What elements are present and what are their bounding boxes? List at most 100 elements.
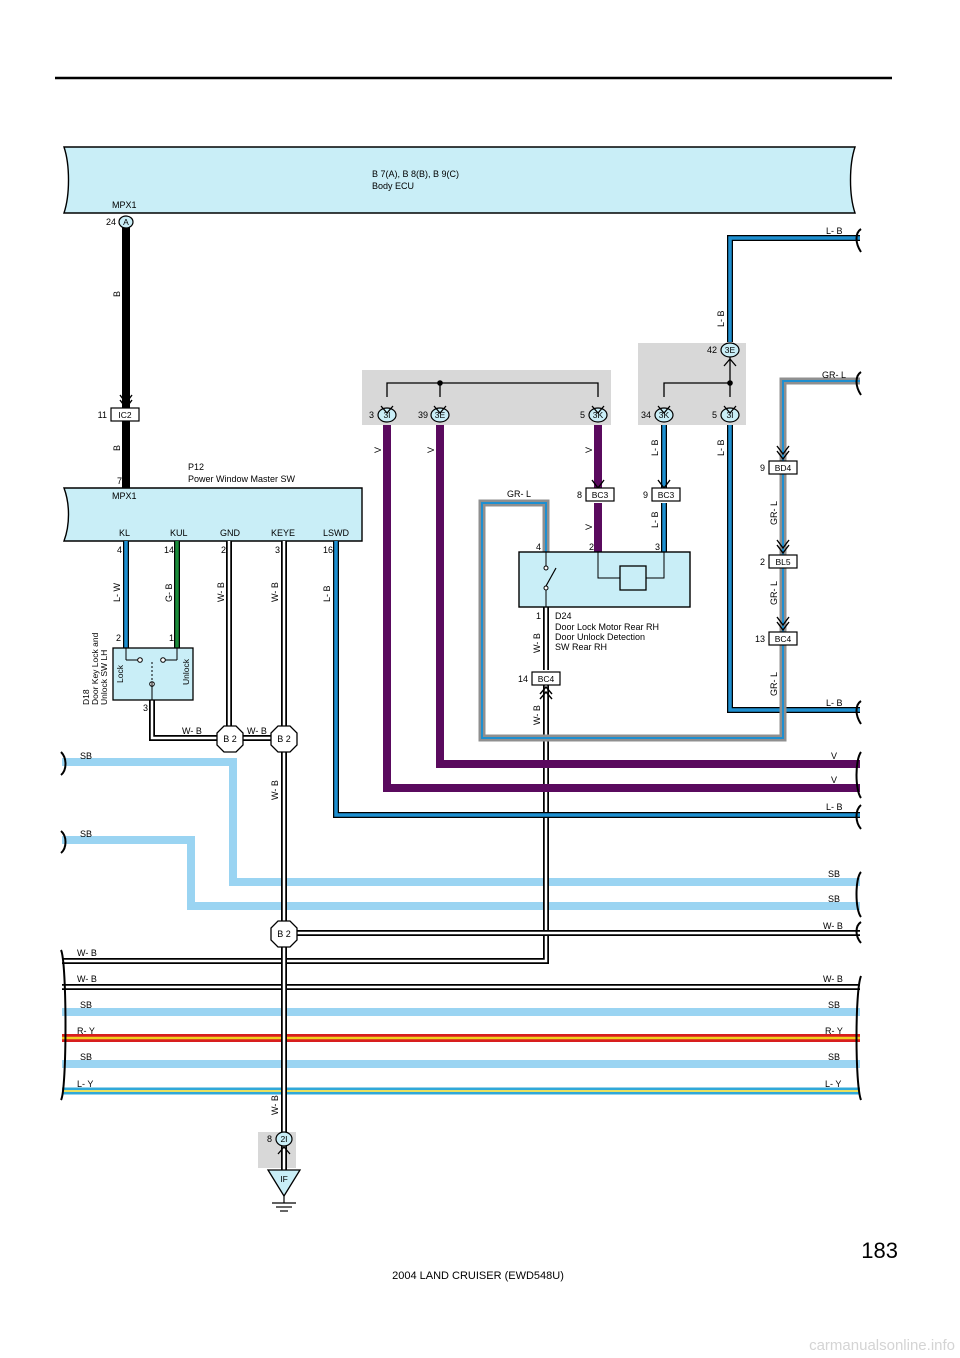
- ecu-title-1: B 7(A), B 8(B), B 9(C): [372, 169, 459, 179]
- splice-b2-2: B 2: [270, 725, 298, 753]
- svg-text:Door Lock Motor Rear RH: Door Lock Motor Rear RH: [555, 622, 659, 632]
- svg-text:13: 13: [755, 634, 765, 644]
- sb-wire-1: [62, 758, 860, 886]
- svg-text:9: 9: [643, 490, 648, 500]
- v-wire-3e: [436, 425, 860, 768]
- svg-text:4: 4: [117, 545, 122, 555]
- svg-text:16: 16: [323, 545, 333, 555]
- page-number: 183: [861, 1238, 898, 1263]
- svg-text:L- Y: L- Y: [825, 1079, 841, 1089]
- svg-text:L- B: L- B: [322, 585, 332, 602]
- svg-text:W- B: W- B: [270, 1095, 280, 1115]
- svg-text:W- B: W- B: [270, 780, 280, 800]
- lb-wire-lswd: [333, 541, 860, 818]
- p12-port-keye: KEYE: [271, 528, 295, 538]
- svg-text:2: 2: [589, 542, 594, 552]
- svg-text:3K: 3K: [593, 410, 604, 420]
- svg-text:L- B: L- B: [650, 439, 660, 456]
- svg-text:V: V: [426, 447, 436, 453]
- svg-text:SB: SB: [828, 869, 840, 879]
- connector-3e-a: 3E 39: [418, 405, 450, 423]
- svg-text:W- B: W- B: [270, 582, 280, 602]
- svg-text:V: V: [831, 775, 837, 785]
- svg-text:8: 8: [267, 1134, 272, 1144]
- svg-text:V: V: [584, 524, 594, 530]
- svg-text:B 2: B 2: [223, 734, 237, 744]
- ecu-pin-24: 24: [106, 217, 116, 227]
- d18-unlock-label: Unlock: [181, 658, 191, 685]
- svg-text:IF: IF: [280, 1174, 288, 1184]
- v-wire-3i: [383, 425, 860, 792]
- svg-text:34: 34: [641, 410, 651, 420]
- p12-port-kul: KUL: [170, 528, 188, 538]
- connector-3k-b: 3K 34: [641, 405, 674, 423]
- connector-bc3-b: BC3 9: [643, 479, 681, 502]
- svg-text:L- B: L- B: [650, 511, 660, 528]
- svg-text:L- B: L- B: [826, 226, 843, 236]
- svg-text:BC3: BC3: [658, 490, 675, 500]
- svg-text:11: 11: [98, 410, 107, 420]
- svg-text:BL5: BL5: [775, 557, 790, 567]
- footer-title: 2004 LAND CRUISER (EWD548U): [392, 1270, 564, 1282]
- svg-text:3E: 3E: [435, 410, 446, 420]
- wb-wire-left: [62, 685, 549, 964]
- svg-text:3: 3: [655, 542, 660, 552]
- d18-lock-label: Lock: [115, 664, 125, 683]
- door-key-lock-switch: Lock Unlock 2 1 3 D18 Door Key Lock and …: [81, 632, 194, 713]
- svg-text:3E: 3E: [725, 345, 736, 355]
- svg-text:B: B: [112, 445, 122, 451]
- horizontal-wire-labels: L- B GR- L GR- L L- B W- B W- B SB V V L…: [77, 226, 846, 1089]
- svg-text:G- B: G- B: [164, 583, 174, 602]
- p12-title-2: Power Window Master SW: [188, 474, 296, 484]
- connector-bc4-a: BC4 13: [755, 616, 798, 646]
- junction-bus-2: [663, 356, 733, 397]
- connector-bd4: BD4 9: [760, 445, 798, 475]
- continuation-marks-left: [60, 751, 67, 1101]
- svg-text:2: 2: [116, 633, 121, 643]
- svg-text:7: 7: [117, 476, 122, 486]
- svg-text:5: 5: [580, 410, 585, 420]
- ecu-connector-a: A 24: [106, 215, 134, 229]
- ecu-title-2: Body ECU: [372, 181, 414, 191]
- svg-text:5: 5: [712, 410, 717, 420]
- svg-text:3: 3: [143, 703, 148, 713]
- p12-pins: 7 4 14 2 3 16: [117, 476, 333, 555]
- connector-bc4-b: BC4 14: [518, 671, 561, 700]
- svg-text:42: 42: [707, 345, 717, 355]
- watermark: carmanualsonline.info: [809, 1337, 955, 1354]
- svg-text:R- Y: R- Y: [77, 1026, 95, 1036]
- svg-text:SB: SB: [828, 1000, 840, 1010]
- svg-text:39: 39: [418, 410, 428, 420]
- svg-text:9: 9: [760, 463, 765, 473]
- p12-port-mpx1: MPX1: [112, 491, 137, 501]
- svg-text:3: 3: [275, 545, 280, 555]
- svg-text:3: 3: [369, 410, 374, 420]
- svg-text:2I: 2I: [280, 1134, 287, 1144]
- svg-text:SB: SB: [80, 829, 92, 839]
- lb-wire-top: [727, 235, 860, 342]
- connector-3i-b: 3I 5: [712, 405, 740, 423]
- vertical-wire-labels: B B L- W G- B W- B W- B L- B W- B W- B V…: [112, 291, 779, 1115]
- svg-text:W- B: W- B: [77, 948, 97, 958]
- svg-text:B 2: B 2: [277, 929, 291, 939]
- ecu-conn-label: A: [123, 217, 129, 227]
- svg-text:W- B: W- B: [823, 921, 843, 931]
- svg-text:L- B: L- B: [826, 802, 843, 812]
- svg-text:D24: D24: [555, 611, 572, 621]
- svg-text:SW Rear RH: SW Rear RH: [555, 642, 607, 652]
- p12-title-1: P12: [188, 462, 204, 472]
- svg-text:D18: D18: [81, 689, 91, 705]
- svg-text:B 2: B 2: [277, 734, 291, 744]
- svg-text:SB: SB: [80, 751, 92, 761]
- ground-if: IF: [266, 1169, 302, 1212]
- svg-text:W- B: W- B: [182, 726, 202, 736]
- junction-shade-1: [362, 370, 611, 425]
- svg-text:GR- L: GR- L: [769, 501, 779, 525]
- svg-text:BC3: BC3: [592, 490, 609, 500]
- svg-text:W- B: W- B: [532, 705, 542, 725]
- connector-ic2: IC2 11: [98, 394, 140, 422]
- connector-bc3-a: BC3 8: [577, 479, 615, 502]
- door-lock-motor-rear-rh: 4 2 3 1 D24 Door Lock Motor Rear RH Door…: [518, 542, 691, 652]
- p12-port-lswd: LSWD: [323, 528, 350, 538]
- svg-text:2: 2: [760, 557, 765, 567]
